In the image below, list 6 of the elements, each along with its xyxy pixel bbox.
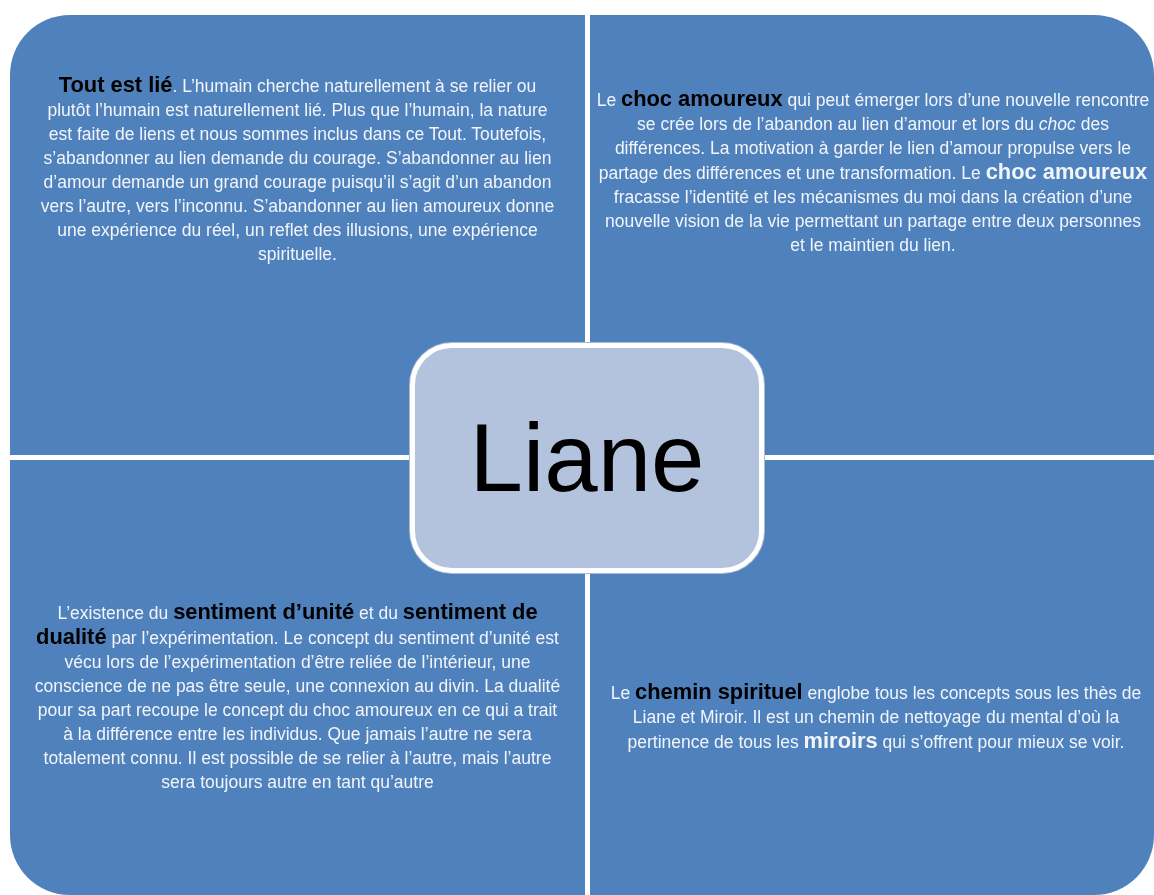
paragraph-text: Le chemin spirituel englobe tous les concepts sous les thès de Liane et Miroir. Il est un chemin de nettoyage du mental d’où la pertinence de tous les miroirs qui s’offrent pour mieux se voir. [609, 680, 1143, 755]
center-box [410, 343, 764, 573]
paragraph-text: Tout est lié. L’humain cherche naturellement à se relier ou plutôt l’humain est naturellement lié. Plus que l’humain, la nature est faite de liens et nous sommes inclus dans ce Tout. Toutefois, s’abandonner au lien demande du courage. S’abandonner au lien d’amour demande un grand courage puisqu’il s’agit d’un abandon vers l’autre, vers l’inconnu. S’abandonner au lien amoureux donne une expérience du réel, un reflet des illusions, une expérience spirituelle. [39, 73, 556, 266]
title-text: Liane [469, 410, 705, 506]
paragraph-text: L’existence du sentiment d’unité et du sentiment de dualité par l’expérimentation. Le concept du sentiment d’unité est vécu lors de l’expérimentation d’être reliée de l’intérieur, une conscience de ne pas être seule, une connexion au divin. La dualité pour sa part recoupe le concept du choc amoureux en ce qui a trait à la différence entre les individus. Que jamais l’autre ne sera totalement connu. Il est possible de se relier à l’autre, mais l’autre sera toujours autre en tant qu’autre [33, 600, 562, 794]
paragraph-text: Le choc amoureux qui peut émerger lors d’une nouvelle rencontre se crée lors de l’abandon au lien d’amour et lors du choc des différences. La motivation à garder le lien d’amour propulse vers le partage des différences et une transformation. Le choc amoureux fracasse l’identité et les mécanismes du moi dans la création d’une nouvelle vision de la vie permettant un partage entre deux personnes et le maintien du lien. [596, 87, 1150, 257]
